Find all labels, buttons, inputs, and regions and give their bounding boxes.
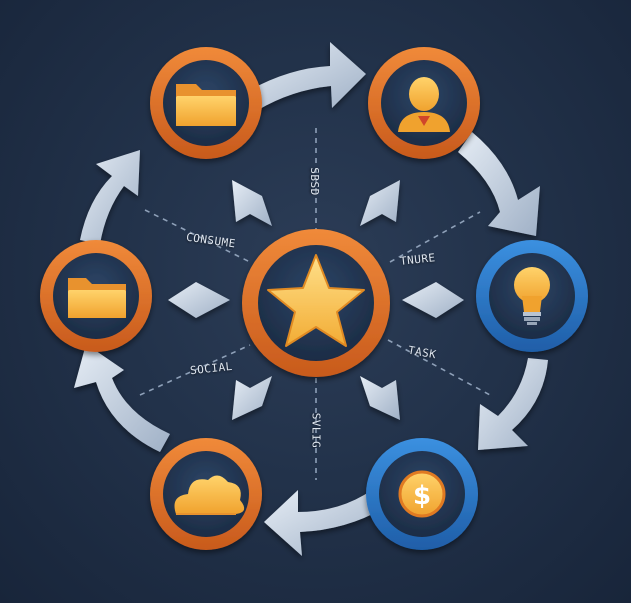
connector-lower-left bbox=[139, 344, 251, 396]
arrow-bottom bbox=[264, 490, 384, 556]
user-icon bbox=[398, 77, 450, 132]
node-bottom-right: $ bbox=[366, 438, 478, 550]
label-top: SBSD bbox=[307, 167, 321, 196]
inner-arrow-left bbox=[168, 282, 230, 318]
folder-icon bbox=[176, 84, 236, 126]
arrow-left-lower bbox=[74, 344, 170, 452]
inner-arrow-upper-left bbox=[232, 180, 272, 226]
label-bottom: SVLIG bbox=[309, 412, 323, 449]
arrow-right-upper bbox=[458, 132, 540, 236]
connector-lines bbox=[139, 128, 491, 480]
star-icon bbox=[267, 254, 365, 347]
lightbulb-icon bbox=[514, 267, 550, 325]
dollar-icon: $ bbox=[398, 470, 446, 518]
node-right bbox=[476, 240, 588, 352]
connector-upper-right bbox=[389, 211, 481, 263]
inner-arrow-lower-left bbox=[232, 376, 272, 420]
inner-arrow-lower-right bbox=[360, 376, 400, 420]
node-center bbox=[242, 229, 390, 377]
connector-lower-right bbox=[387, 339, 491, 396]
cycle-arrows bbox=[74, 42, 548, 556]
inner-arrow-upper-right bbox=[360, 180, 400, 226]
svg-text:$: $ bbox=[413, 481, 431, 511]
node-left bbox=[40, 240, 152, 352]
inner-arrow-right bbox=[402, 282, 464, 318]
cloud-icon bbox=[174, 475, 245, 515]
node-bottom-left bbox=[150, 438, 262, 550]
arrow-top bbox=[250, 42, 366, 110]
arrow-right-lower bbox=[478, 358, 548, 450]
folder-icon-left bbox=[68, 278, 126, 318]
inner-arrows bbox=[168, 180, 464, 420]
node-top-right bbox=[368, 47, 480, 159]
node-top-left bbox=[150, 47, 262, 159]
arrow-left-upper bbox=[80, 150, 140, 244]
